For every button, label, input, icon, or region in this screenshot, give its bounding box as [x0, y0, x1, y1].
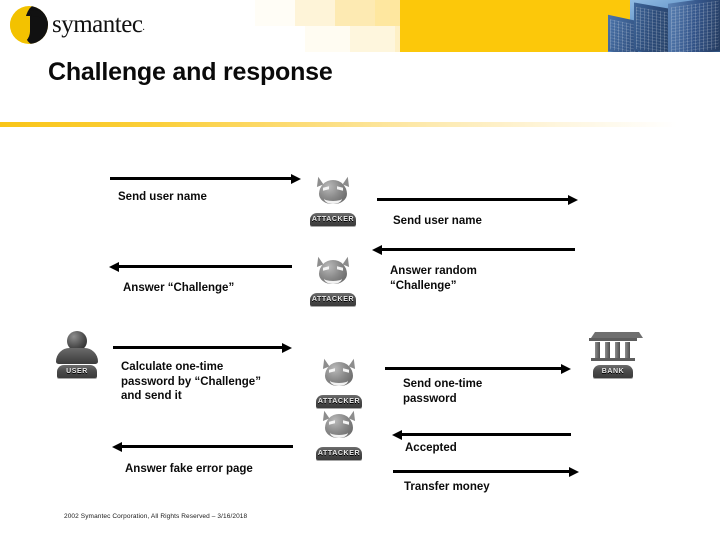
bank-base [591, 358, 635, 361]
devil-mouth-icon [324, 193, 342, 204]
symantec-wordmark-tm: . [142, 22, 145, 33]
flow-label-send-otp: Send one-time password [403, 378, 483, 405]
bank-column [605, 342, 610, 359]
flow-label-answer-random-challenge: Answer random “Challenge” [390, 265, 477, 292]
actor-nameplate: ATTACKER [310, 293, 356, 306]
flow-arrow-answer-fake-error [112, 442, 293, 452]
devil-horn-right-icon [342, 256, 353, 267]
symantec-logo: symantec. [10, 4, 210, 46]
page-title: Challenge and response [48, 58, 333, 86]
flow-label-transfer-money: Transfer money [404, 481, 490, 493]
actor-label: ATTACKER [317, 450, 361, 457]
flow-label-send-user-name-right: Send user name [393, 215, 482, 227]
header-banner: symantec. [0, 0, 720, 52]
flow-label-send-user-name-left: Send user name [118, 191, 207, 203]
devil-mouth-icon [330, 375, 348, 386]
actor-label: ATTACKER [311, 296, 355, 303]
actor-bank: BANK [582, 330, 644, 378]
flow-arrow-send-user-name-right [377, 195, 578, 205]
bank-building-icon [591, 332, 643, 338]
actor-label: ATTACKER [311, 216, 355, 223]
user-shoulders-icon [56, 348, 98, 364]
flow-arrow-transfer-money [393, 467, 579, 477]
actor-attacker-1: ATTACKER [302, 176, 364, 226]
actor-nameplate: USER [57, 365, 97, 378]
bank-column [625, 342, 630, 359]
footer-copyright: 2002 Symantec Corporation, All Rights Re… [64, 513, 248, 520]
devil-horn-right-icon [342, 176, 353, 187]
symantec-wordmark: symantec. [52, 11, 145, 38]
actor-nameplate: ATTACKER [310, 213, 356, 226]
symantec-logo-mark [10, 6, 48, 44]
flow-arrow-answer-challenge-left [109, 262, 292, 272]
devil-horn-right-icon [348, 358, 359, 369]
devil-horn-right-icon [348, 410, 359, 421]
bank-column [595, 342, 600, 359]
flow-label-calculate-otp: Calculate one-time password by “Challeng… [121, 361, 261, 402]
bank-entablature [589, 338, 637, 341]
actor-label: ATTACKER [317, 398, 361, 405]
flow-label-accepted: Accepted [405, 442, 457, 454]
flow-arrow-accepted [392, 430, 571, 440]
actor-nameplate: ATTACKER [316, 395, 362, 408]
user-person-icon [67, 331, 87, 351]
bank-column [615, 342, 620, 359]
actor-attacker-4: ATTACKER [308, 410, 370, 460]
skyscraper-photo [608, 0, 720, 52]
symantec-wordmark-text: symantec [52, 11, 143, 38]
flow-arrow-send-otp [385, 364, 571, 374]
actor-attacker-2: ATTACKER [302, 256, 364, 306]
flow-arrow-send-user-name-left [110, 174, 301, 184]
actor-label: USER [66, 368, 88, 375]
flow-arrow-answer-random-challenge [372, 245, 575, 255]
yellow-divider-rule [0, 122, 720, 127]
flow-label-answer-challenge-left: Answer “Challenge” [123, 282, 235, 294]
actor-label: BANK [601, 368, 625, 375]
actor-nameplate: ATTACKER [316, 447, 362, 460]
devil-mouth-icon [324, 273, 342, 284]
actor-attacker-3: ATTACKER [308, 358, 370, 408]
actor-user: USER [46, 330, 108, 378]
flow-arrow-calculate-otp [113, 343, 292, 353]
actor-nameplate: BANK [593, 365, 633, 378]
devil-mouth-icon [330, 427, 348, 438]
flow-label-answer-fake-error: Answer fake error page [125, 463, 253, 475]
